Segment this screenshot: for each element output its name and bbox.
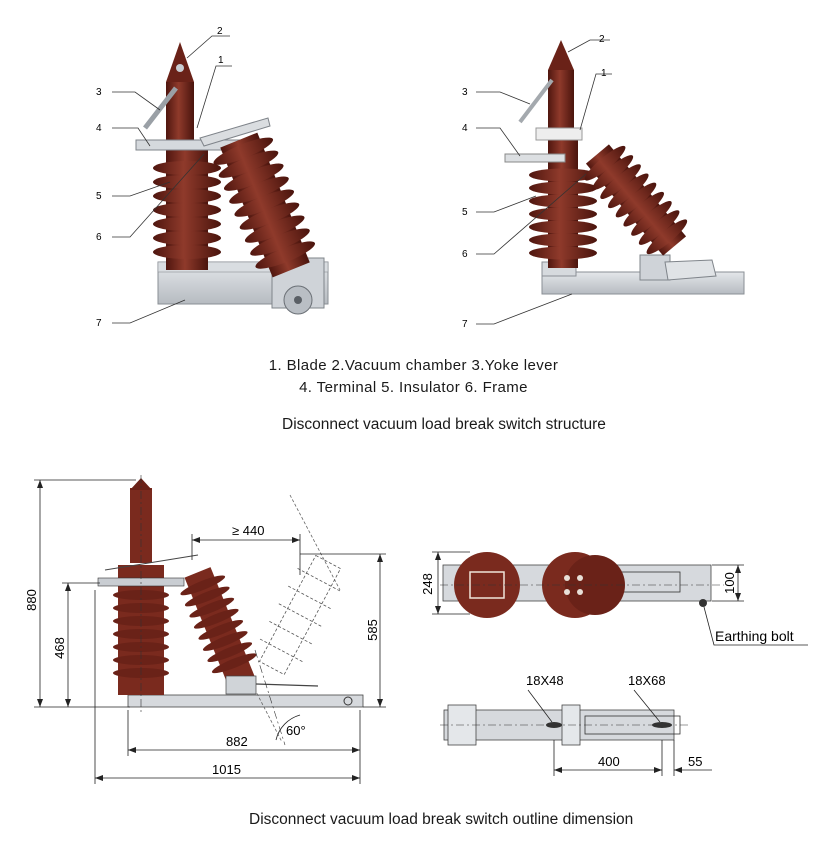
callout-4: 4 bbox=[96, 123, 102, 134]
callout-2: 2 bbox=[217, 26, 223, 37]
outline-caption: Disconnect vacuum load break switch outl… bbox=[249, 811, 634, 828]
top-right-switch-illustration bbox=[476, 39, 745, 325]
earthing-bolt-label: Earthing bolt bbox=[715, 628, 794, 644]
legend-line-1: 1. Blade 2.Vacuum chamber 3.Yoke lever bbox=[268, 357, 559, 374]
outline-base-plan bbox=[440, 689, 712, 776]
legend-line-2: 4. Terminal 5. Insulator 6. Frame bbox=[299, 379, 528, 396]
structure-caption: Disconnect vacuum load break switch stru… bbox=[282, 416, 606, 433]
callout-7: 7 bbox=[462, 319, 468, 330]
dim-585: 585 bbox=[365, 619, 380, 641]
outline-top-view bbox=[432, 551, 808, 646]
slot-18x68: 18X68 bbox=[628, 673, 666, 688]
outline-top-dimension-labels: 248 100 Earthing bolt bbox=[420, 572, 794, 644]
dim-248: 248 bbox=[420, 573, 435, 595]
dim-440: ≥ 440 bbox=[232, 523, 264, 538]
dim-55: 55 bbox=[688, 754, 702, 769]
top-right-callout-labels: 2 1 3 4 5 6 7 bbox=[462, 34, 607, 330]
outline-side-view bbox=[34, 475, 386, 784]
callout-3: 3 bbox=[96, 87, 102, 98]
callout-6: 6 bbox=[462, 249, 468, 260]
slot-18x48: 18X48 bbox=[526, 673, 564, 688]
dim-1015: 1015 bbox=[212, 762, 241, 777]
callout-4: 4 bbox=[462, 123, 468, 134]
top-left-callout-labels: 2 1 3 4 5 6 7 bbox=[96, 26, 224, 329]
top-left-switch-illustration bbox=[112, 35, 329, 324]
dim-882: 882 bbox=[226, 734, 248, 749]
dim-angle-60: 60° bbox=[286, 723, 306, 738]
dim-100: 100 bbox=[722, 572, 737, 594]
outline-side-dimension-labels: 880 468 585 ≥ 440 882 1015 60° bbox=[24, 523, 380, 777]
callout-1: 1 bbox=[601, 68, 607, 79]
outline-base-dimension-labels: 18X48 18X68 400 55 bbox=[526, 673, 702, 769]
dim-880: 880 bbox=[24, 589, 39, 611]
callout-1: 1 bbox=[218, 55, 224, 66]
callout-5: 5 bbox=[96, 191, 102, 202]
callout-2: 2 bbox=[599, 34, 605, 45]
callout-6: 6 bbox=[96, 232, 102, 243]
callout-7: 7 bbox=[96, 318, 102, 329]
callout-5: 5 bbox=[462, 207, 468, 218]
dim-400: 400 bbox=[598, 754, 620, 769]
dim-468: 468 bbox=[52, 637, 67, 659]
callout-3: 3 bbox=[462, 87, 468, 98]
